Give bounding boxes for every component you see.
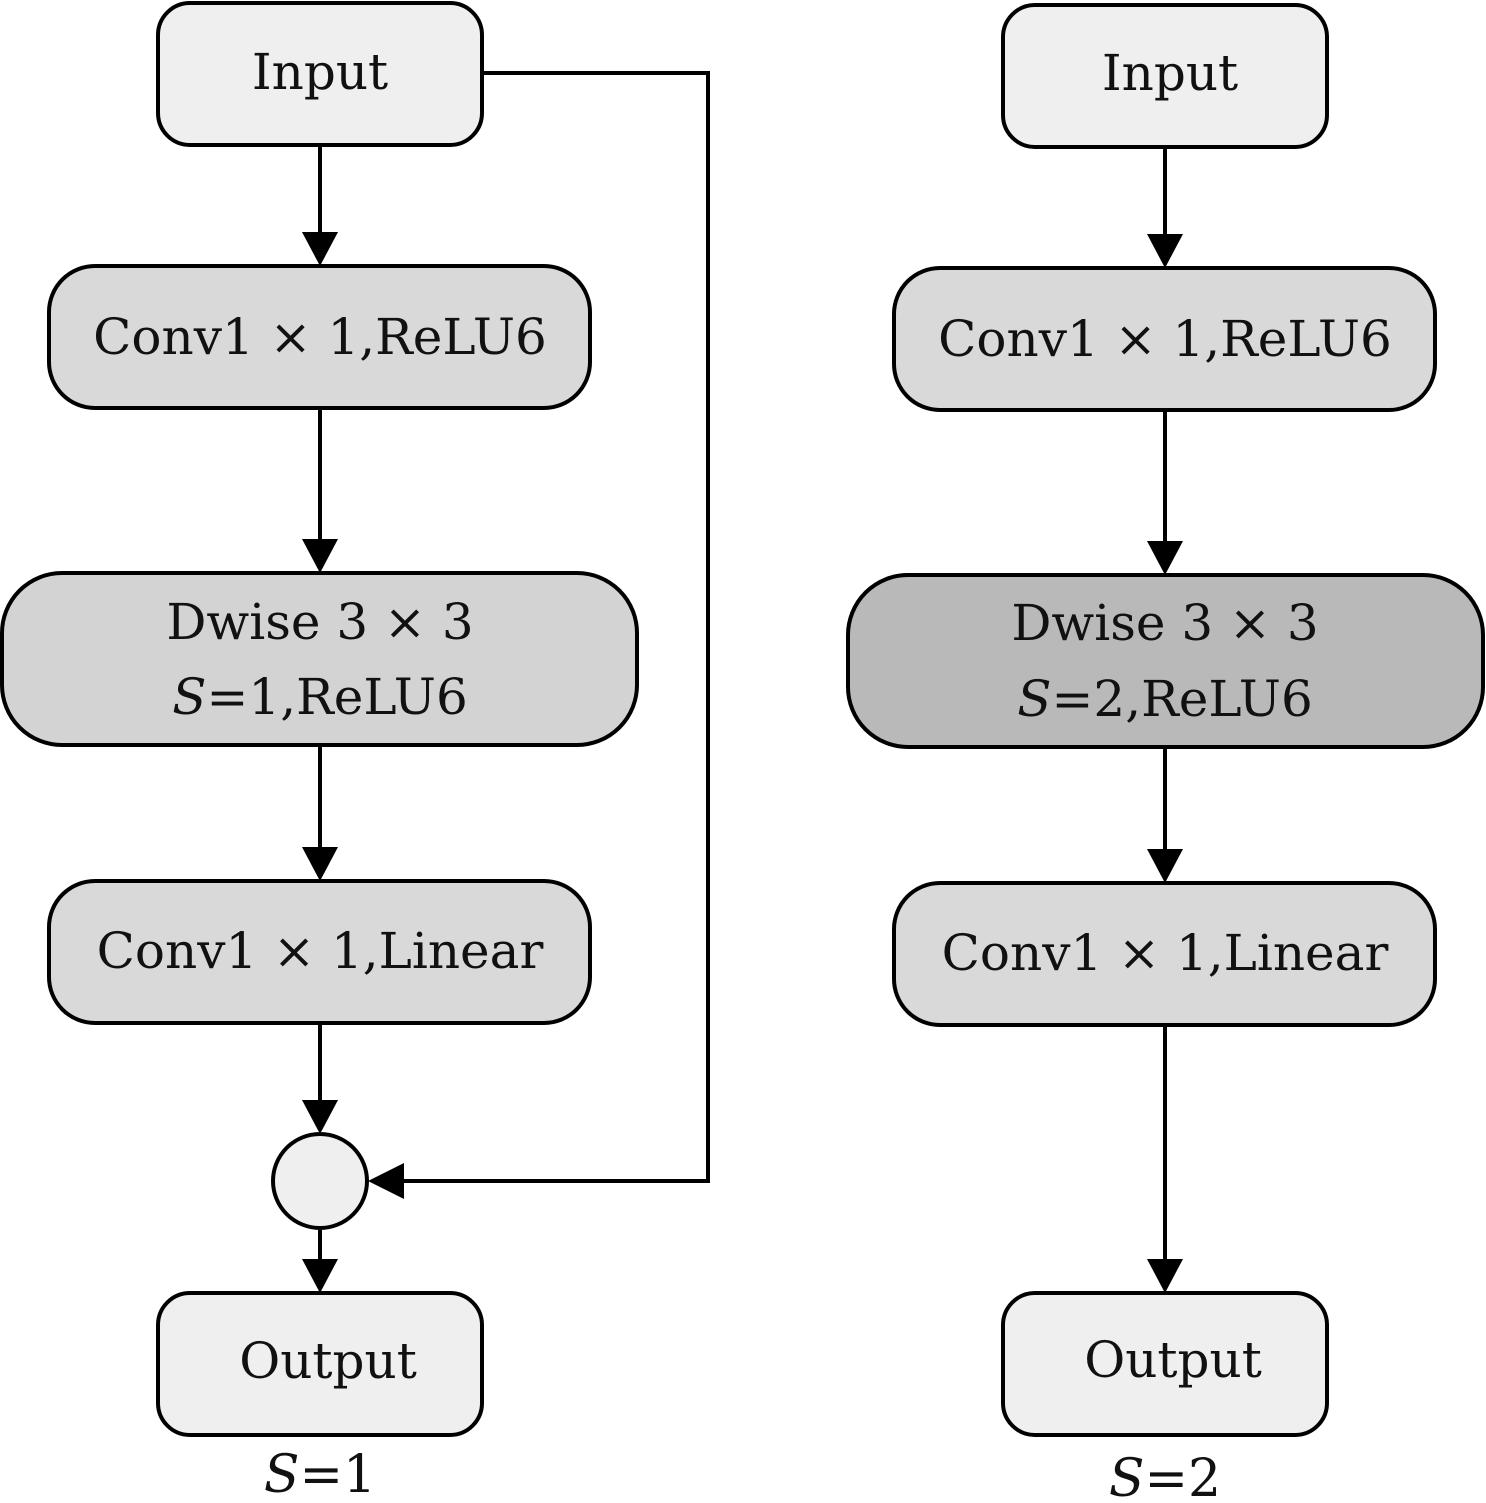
right-output-label: Output bbox=[1084, 1331, 1262, 1389]
left-input-node: Input bbox=[156, 1, 484, 147]
left-arrowhead-1 bbox=[302, 232, 338, 266]
right-arrowhead-3 bbox=[1147, 849, 1183, 883]
left-conv-expand-label: Conv1 × 1,ReLU6 bbox=[93, 308, 547, 366]
right-block-stride-2: Input Conv1 × 1,ReLU6 Dwise 3 × 3 S=2,Re… bbox=[846, 3, 1485, 1503]
right-dwise-stride-symbol: S bbox=[1017, 670, 1051, 728]
left-arrowhead-2 bbox=[302, 539, 338, 573]
left-output-label: Output bbox=[239, 1332, 417, 1390]
left-dwise-stride-text: =1,ReLU6 bbox=[207, 668, 468, 726]
left-skip-connection bbox=[402, 71, 710, 1183]
left-arrows bbox=[302, 71, 710, 1293]
right-output-node: Output bbox=[1001, 1291, 1329, 1437]
left-dwise-stride-symbol: S bbox=[172, 668, 206, 726]
right-arrowhead-4 bbox=[1147, 1259, 1183, 1293]
left-dwise-node: Dwise 3 × 3 S=1,ReLU6 bbox=[0, 571, 639, 747]
right-conv-expand-label: Conv1 × 1,ReLU6 bbox=[938, 310, 1392, 368]
left-dwise-label-line2: S=1,ReLU6 bbox=[172, 668, 468, 726]
right-dwise-stride-text: =2,ReLU6 bbox=[1052, 670, 1313, 728]
right-arrowhead-2 bbox=[1147, 541, 1183, 575]
right-caption-value: =2 bbox=[1144, 1449, 1221, 1503]
left-arrowhead-5 bbox=[302, 1259, 338, 1293]
right-dwise-label-line1: Dwise 3 × 3 bbox=[1011, 594, 1318, 652]
right-caption-symbol: S bbox=[1109, 1449, 1145, 1503]
right-conv-linear-node: Conv1 × 1,Linear bbox=[892, 881, 1437, 1027]
left-output-node: Output bbox=[156, 1291, 484, 1437]
left-skip-arrowhead bbox=[368, 1163, 404, 1199]
right-arrowhead-1 bbox=[1147, 234, 1183, 268]
left-caption-value: =1 bbox=[299, 1445, 376, 1503]
left-conv-linear-label: Conv1 × 1,Linear bbox=[97, 922, 544, 980]
right-dwise-label-line2: S=2,ReLU6 bbox=[1017, 670, 1313, 728]
right-conv-linear-label: Conv1 × 1,Linear bbox=[942, 924, 1389, 982]
left-add-node bbox=[271, 1132, 369, 1230]
left-conv-expand-node: Conv1 × 1,ReLU6 bbox=[47, 264, 592, 410]
left-caption: S=1 bbox=[264, 1445, 376, 1503]
right-conv-expand-node: Conv1 × 1,ReLU6 bbox=[892, 266, 1437, 412]
right-dwise-node: Dwise 3 × 3 S=2,ReLU6 bbox=[846, 573, 1485, 749]
left-arrowhead-4 bbox=[302, 1100, 338, 1134]
left-arrowhead-3 bbox=[302, 847, 338, 881]
right-arrows bbox=[1147, 149, 1183, 1293]
left-conv-linear-node: Conv1 × 1,Linear bbox=[47, 879, 592, 1025]
left-dwise-label-line1: Dwise 3 × 3 bbox=[166, 593, 473, 651]
right-input-label: Input bbox=[1102, 44, 1238, 102]
left-caption-symbol: S bbox=[264, 1445, 300, 1503]
left-input-label: Input bbox=[252, 43, 388, 101]
right-input-node: Input bbox=[1001, 3, 1329, 149]
left-block-stride-1: Input Conv1 × 1,ReLU6 Dwise 3 × 3 S=1,Re… bbox=[0, 1, 710, 1503]
right-caption: S=2 bbox=[1109, 1449, 1221, 1503]
